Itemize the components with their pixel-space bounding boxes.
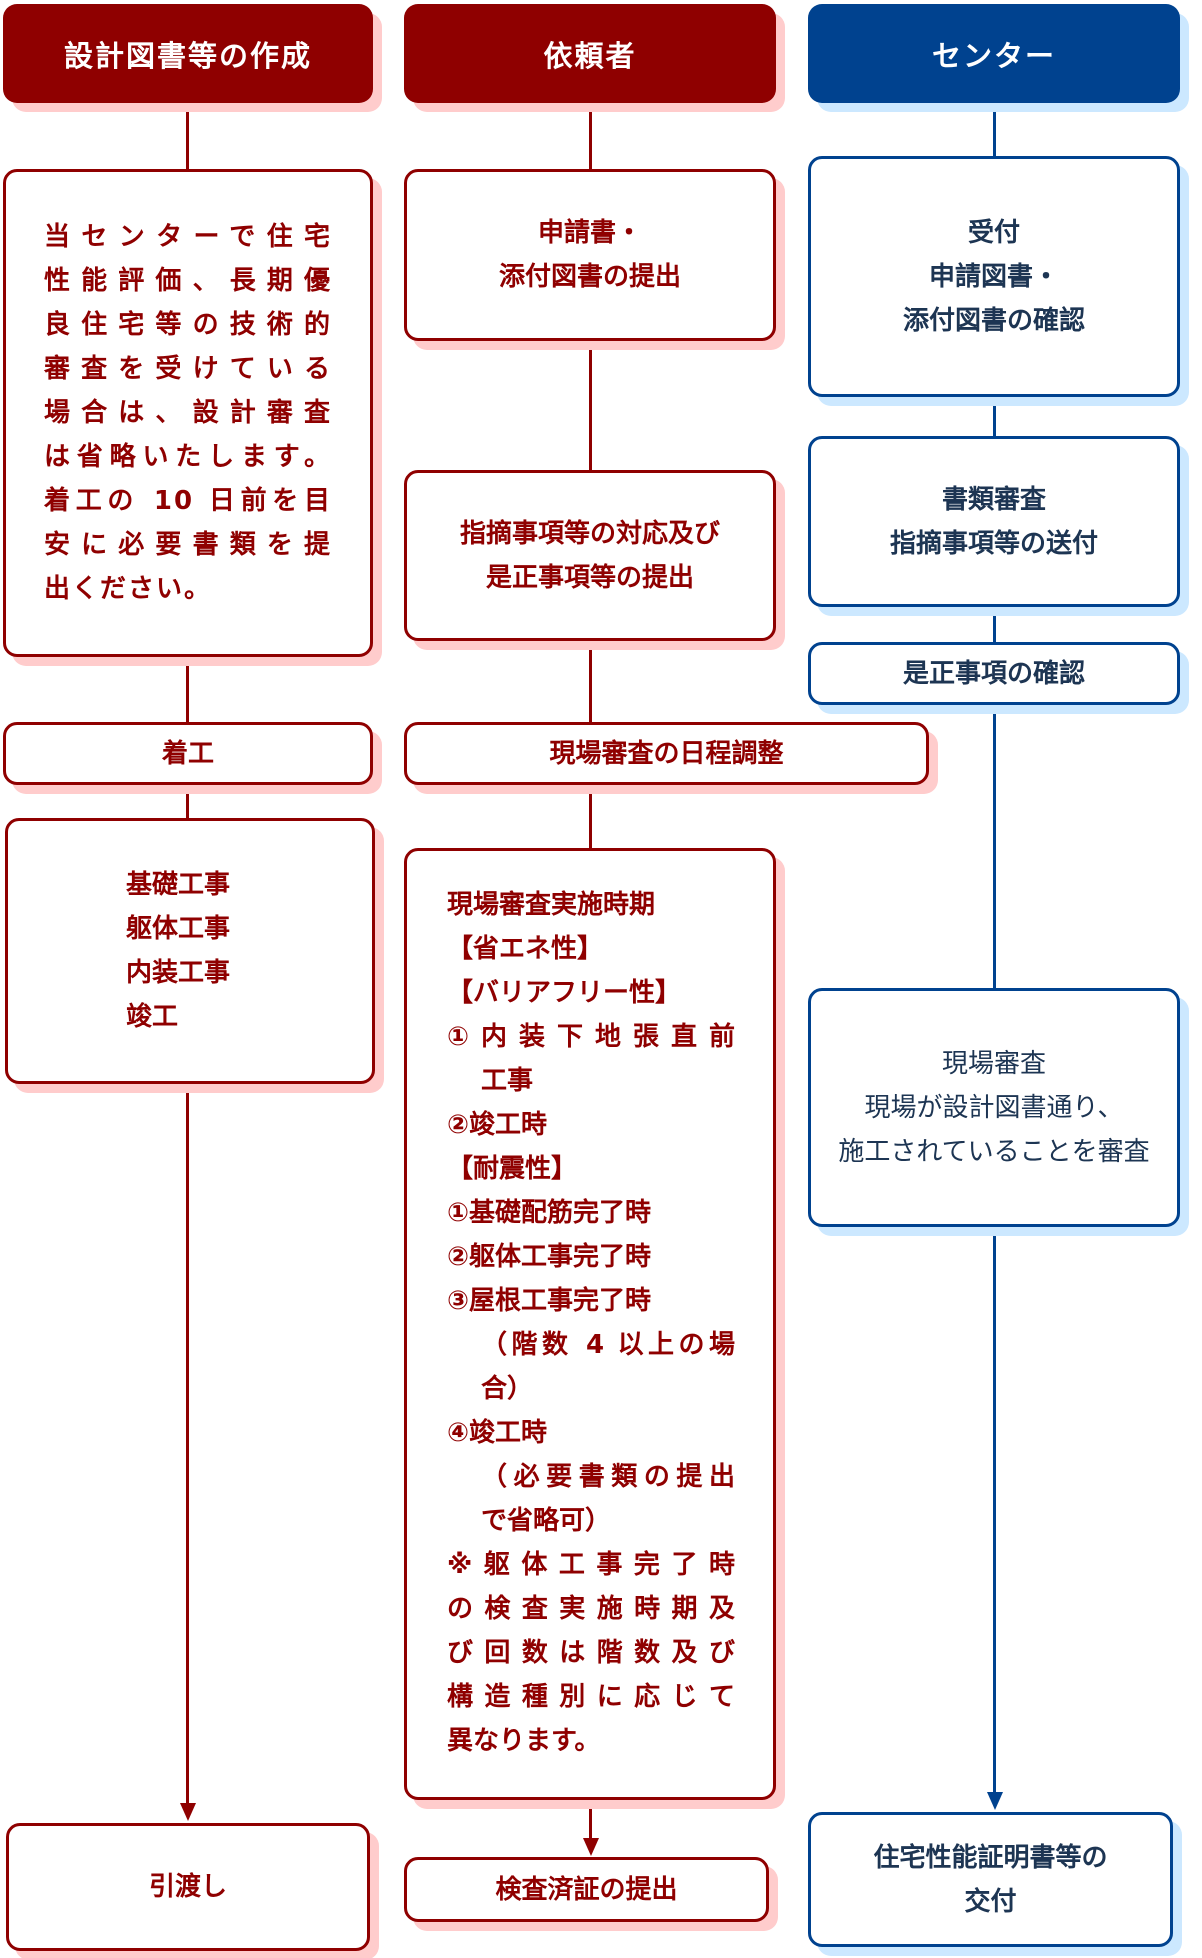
text-line: 施工されていることを審査 <box>838 1136 1150 1167</box>
inspection-line: ③屋根工事完了時 <box>447 1286 652 1316</box>
design-review-notice: 当センターで住宅性能評価、長期優良住宅等の技術的審査を受けている場合は、設計審査… <box>3 169 373 657</box>
inspection-line: び回数は階数及び <box>447 1638 735 1668</box>
submit-inspection-certificate: 検査済証の提出 <box>404 1857 769 1922</box>
inspection-line: の検査実施時期及 <box>447 1594 735 1624</box>
inspection-line: 異なります。 <box>447 1726 601 1756</box>
construction-works: 基礎工事躯体工事内装工事竣工 <box>5 818 375 1084</box>
center-flow-line <box>993 100 996 1792</box>
inspection-line: （階数 4 以上の場 <box>481 1330 735 1360</box>
inspection-line: ①内装下地張直前 <box>447 1022 735 1052</box>
work-item: 内装工事 <box>126 958 231 988</box>
notice-line: 当センターで住宅 <box>44 222 332 252</box>
issue-certificate: 住宅性能証明書等の交付 <box>808 1812 1173 1947</box>
inspection-line: ②躯体工事完了時 <box>447 1242 652 1272</box>
text-line: 現場審査 <box>941 1048 1046 1079</box>
text-line: 書類審査 <box>941 484 1046 515</box>
submit-application: 申請書・添付図書の提出 <box>404 169 776 341</box>
step-handover: 引渡し <box>6 1823 370 1951</box>
header-center: センター <box>808 4 1180 103</box>
inspection-line: 合） <box>481 1374 534 1404</box>
inspection-line: 工事 <box>481 1066 534 1096</box>
header-client: 依頼者 <box>404 4 776 103</box>
notice-line: 性能評価、長期優 <box>44 266 332 296</box>
arrow-down-icon <box>987 1792 1003 1810</box>
site-inspection-timing: 現場審査実施時期【省エネ性】【バリアフリー性】 ①内装下地張直前工事 ②竣工時【耐震… <box>404 848 776 1800</box>
notice-line: 着工の 10 日前を目 <box>44 486 332 516</box>
notice-line: 出ください。 <box>44 574 213 604</box>
text-line: 申請書・ <box>537 218 642 248</box>
arrow-down-icon <box>180 1803 196 1821</box>
text-line: 住宅性能証明書等の <box>873 1842 1108 1873</box>
receive-application: 受付申請図書・添付図書の確認 <box>808 156 1180 397</box>
inspection-line: ②竣工時 <box>447 1110 548 1140</box>
inspection-line: 現場審査実施時期 <box>447 890 656 920</box>
site-inspection-scheduling: 現場審査の日程調整 <box>404 722 929 785</box>
text-line: 添付図書の確認 <box>902 305 1085 336</box>
work-item: 竣工 <box>126 1002 179 1032</box>
inspection-line: ④竣工時 <box>447 1418 548 1448</box>
inspection-line: で省略可） <box>481 1506 612 1536</box>
inspection-line: （必要書類の提出 <box>481 1462 735 1492</box>
inspection-line: ①基礎配筋完了時 <box>447 1198 652 1228</box>
header-design: 設計図書等の作成 <box>3 4 373 103</box>
text-line: 指摘事項等の送付 <box>889 528 1098 559</box>
text-line: 添付図書の提出 <box>498 262 681 292</box>
respond-to-findings: 指摘事項等の対応及び是正事項等の提出 <box>404 470 776 641</box>
inspection-line: 【バリアフリー性】 <box>447 978 682 1008</box>
confirm-corrections: 是正事項の確認 <box>808 642 1180 705</box>
site-inspection: 現場審査現場が設計図書通り、施工されていることを審査 <box>808 988 1180 1227</box>
text-line: 現場が設計図書通り、 <box>864 1092 1124 1123</box>
text-line: 申請図書・ <box>928 261 1059 292</box>
notice-line: は省略いたします。 <box>44 442 332 472</box>
notice-line: 良住宅等の技術的 <box>44 310 332 340</box>
inspection-line: 【耐震性】 <box>447 1154 578 1184</box>
inspection-line: ※躯体工事完了時 <box>447 1550 735 1580</box>
text-line: 指摘事項等の対応及び <box>459 518 720 549</box>
text-line: 是正事項等の提出 <box>485 562 694 593</box>
document-review: 書類審査指摘事項等の送付 <box>808 436 1180 607</box>
inspection-line: 【省エネ性】 <box>447 934 604 964</box>
work-item: 躯体工事 <box>126 914 231 944</box>
notice-line: 安に必要書類を提 <box>44 530 332 560</box>
inspection-line: 構造種別に応じて <box>447 1682 735 1712</box>
text-line: 交付 <box>964 1886 1017 1917</box>
arrow-down-icon <box>583 1838 599 1856</box>
step-construction-start: 着工 <box>3 722 373 785</box>
text-line: 受付 <box>967 217 1020 248</box>
work-item: 基礎工事 <box>126 870 231 900</box>
notice-line: 審査を受けている <box>44 354 332 384</box>
notice-line: 場合は、設計審査 <box>44 398 332 428</box>
